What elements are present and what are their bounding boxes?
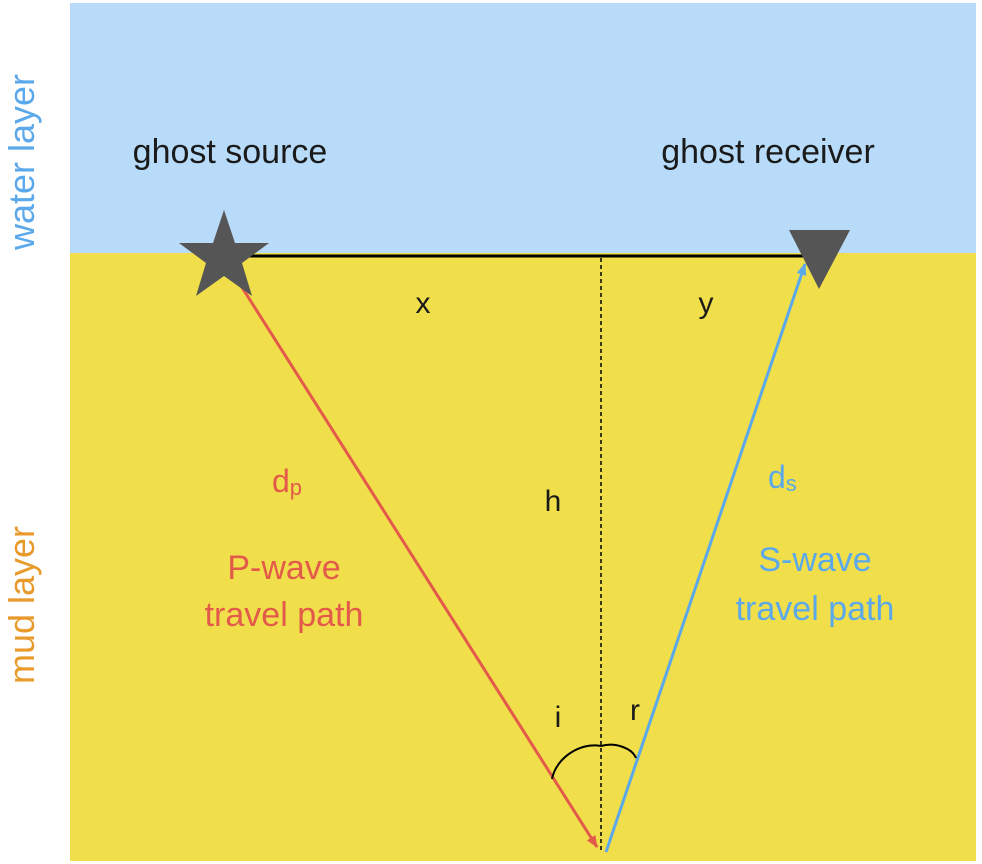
s-wave-label-line2: travel path — [736, 590, 895, 628]
p-wave-path — [222, 258, 599, 848]
p-wave-distance-sub: p — [290, 475, 302, 500]
x-label: x — [416, 287, 431, 320]
p-wave-distance-label: dp — [272, 463, 302, 500]
h-label: h — [545, 485, 562, 518]
water-layer-label: water layer — [1, 74, 42, 251]
angle-r-label: r — [630, 694, 640, 727]
angle-i-arc — [551, 744, 602, 780]
y-label: y — [699, 287, 714, 320]
s-wave-path — [604, 263, 807, 853]
s-wave-distance-label: ds — [768, 459, 797, 496]
s-wave-distance-sub: s — [786, 471, 797, 496]
water-layer — [70, 3, 976, 253]
s-wave-label-line1: S-wave — [758, 541, 871, 579]
p-wave-label-line2: travel path — [205, 596, 364, 634]
angle-r-arc — [600, 743, 637, 759]
p-wave-label-line1: P-wave — [227, 549, 340, 587]
ghost-receiver-label: ghost receiver — [661, 133, 875, 171]
ghost-source-label: ghost source — [133, 133, 328, 171]
p-wave-distance-main: d — [272, 463, 290, 499]
triangle-down-icon — [789, 230, 850, 289]
mud-layer — [70, 253, 976, 861]
mud-layer-label: mud layer — [1, 526, 42, 684]
star-icon — [179, 210, 269, 296]
angle-i-label: i — [555, 701, 562, 734]
s-wave-distance-main: d — [768, 459, 786, 495]
